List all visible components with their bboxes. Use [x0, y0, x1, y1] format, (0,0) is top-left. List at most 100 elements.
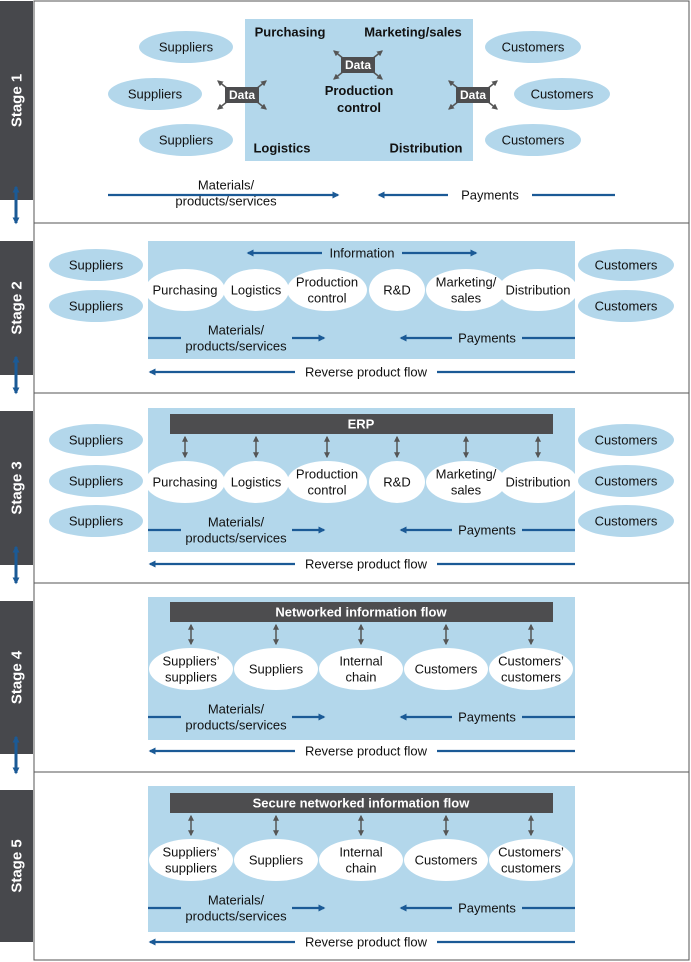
chain-oval-shape: [149, 839, 233, 881]
stage-bar: [0, 241, 33, 375]
customer-oval: Customers: [578, 249, 674, 281]
chain-oval-label-line: chain: [345, 861, 376, 876]
chain-oval-shape: [369, 461, 425, 503]
reverse-label-bg: [295, 742, 437, 760]
chain-oval-label-line: Logistics: [231, 283, 282, 298]
customer-oval: Customers: [485, 124, 581, 156]
chain-oval-shape: [319, 648, 403, 690]
chain-oval-label-line: Production: [296, 275, 358, 290]
materials-label-line: products/services: [175, 194, 277, 209]
stage-5-panel: [33, 771, 690, 961]
chain-oval-shape: [319, 839, 403, 881]
supplier-oval-shape: [49, 505, 143, 537]
chain-oval-label-line: suppliers: [165, 670, 218, 685]
company-box: [245, 19, 473, 161]
chain-oval: Purchasing: [145, 269, 225, 311]
chain-oval-label-line: Suppliers: [249, 853, 304, 868]
supplier-oval-label: Suppliers: [69, 474, 124, 489]
supplier-oval-label: Suppliers: [69, 514, 124, 529]
chain-oval: Suppliers’suppliers: [149, 839, 233, 881]
supplier-oval-label: Suppliers: [159, 40, 214, 55]
chain-oval-shape: [223, 461, 289, 503]
chain-oval-shape: [404, 839, 488, 881]
chain-oval: Suppliers’suppliers: [149, 648, 233, 690]
chain-oval-label-line: Marketing/: [436, 275, 497, 290]
chain-oval-shape: [426, 269, 506, 311]
supplier-oval-shape: [139, 124, 233, 156]
stage-bar: [0, 790, 33, 942]
chain-oval-label-line: Suppliers: [249, 662, 304, 677]
payments-label-bg: [452, 707, 522, 727]
stage-2-label-bar: Stage 2: [0, 241, 33, 375]
chain-oval: Distribution: [498, 461, 578, 503]
reverse-label-bg: [295, 933, 437, 951]
data-badge-box: [456, 87, 490, 103]
stage-1-label-bar: Stage 1: [0, 1, 33, 200]
chain-oval-label-line: customers: [501, 861, 561, 876]
chain-oval-shape: [489, 839, 573, 881]
stage-label: Stage 3: [9, 461, 26, 514]
payments-label: Payments: [461, 188, 519, 203]
chain-oval-label-line: Distribution: [505, 475, 570, 490]
chain-oval-label-line: Purchasing: [152, 283, 217, 298]
customer-oval: Customers: [578, 290, 674, 322]
reverse-label-bg: [295, 555, 437, 573]
stage-bar: [0, 1, 33, 200]
customer-oval-label: Customers: [595, 258, 658, 273]
chain-oval-label-line: Marketing/: [436, 467, 497, 482]
information-label-bg: [322, 244, 402, 262]
payments-label-bg: [452, 898, 522, 918]
customer-oval-shape: [485, 31, 581, 63]
center-production-control-line: Production: [325, 83, 394, 98]
chain-oval-shape: [489, 648, 573, 690]
stage-5-label-bar: Stage 5: [0, 790, 33, 942]
chain-oval-shape: [287, 461, 367, 503]
customer-oval-shape: [578, 465, 674, 497]
supplier-oval-shape: [49, 249, 143, 281]
reverse-label-bg: [295, 363, 437, 381]
chain-oval-label-line: Distribution: [505, 283, 570, 298]
payments-label: Payments: [458, 331, 516, 346]
chain-oval: Customers: [404, 839, 488, 881]
stage-bar: [0, 601, 33, 754]
chain-oval: Purchasing: [145, 461, 225, 503]
chain-oval-label-line: R&D: [383, 475, 410, 490]
chain-oval: Customers’customers: [489, 839, 573, 881]
information-label: Information: [329, 246, 394, 261]
customer-oval: Customers: [514, 78, 610, 110]
information-bar-label: Networked information flow: [275, 605, 447, 620]
chain-oval-label-line: R&D: [383, 283, 410, 298]
payments-label: Payments: [458, 523, 516, 538]
chain-oval-label-line: suppliers: [165, 861, 218, 876]
supplier-oval-shape: [139, 31, 233, 63]
information-bar-label: ERP: [348, 417, 375, 432]
supplier-oval: Suppliers: [139, 124, 233, 156]
materials-label-bg: [181, 891, 292, 925]
supplier-oval: Suppliers: [49, 249, 143, 281]
supplier-oval: Suppliers: [108, 78, 202, 110]
data-badge-label: Data: [229, 88, 255, 102]
chain-oval-label-line: Suppliers’: [162, 654, 219, 669]
reverse-flow-label: Reverse product flow: [305, 365, 428, 380]
payments-label-bg: [452, 328, 522, 348]
chain-oval-shape: [234, 839, 318, 881]
supplier-oval-shape: [108, 78, 202, 110]
materials-label-line: products/services: [185, 531, 287, 546]
supplier-oval-label: Suppliers: [159, 133, 214, 148]
corner-logistics: Logistics: [253, 141, 310, 156]
stage-label: Stage 1: [9, 74, 26, 127]
supplier-oval-shape: [49, 424, 143, 456]
data-badge-label: Data: [460, 88, 486, 102]
chain-oval-label-line: sales: [451, 483, 482, 498]
stage-4: Networked information flowSuppliers’supp…: [148, 597, 575, 760]
materials-label-bg: [181, 321, 292, 355]
customer-oval-label: Customers: [595, 433, 658, 448]
chain-oval-label-line: Logistics: [231, 475, 282, 490]
chain-oval: Customers’customers: [489, 648, 573, 690]
customer-oval: Customers: [485, 31, 581, 63]
chain-oval: Customers: [404, 648, 488, 690]
